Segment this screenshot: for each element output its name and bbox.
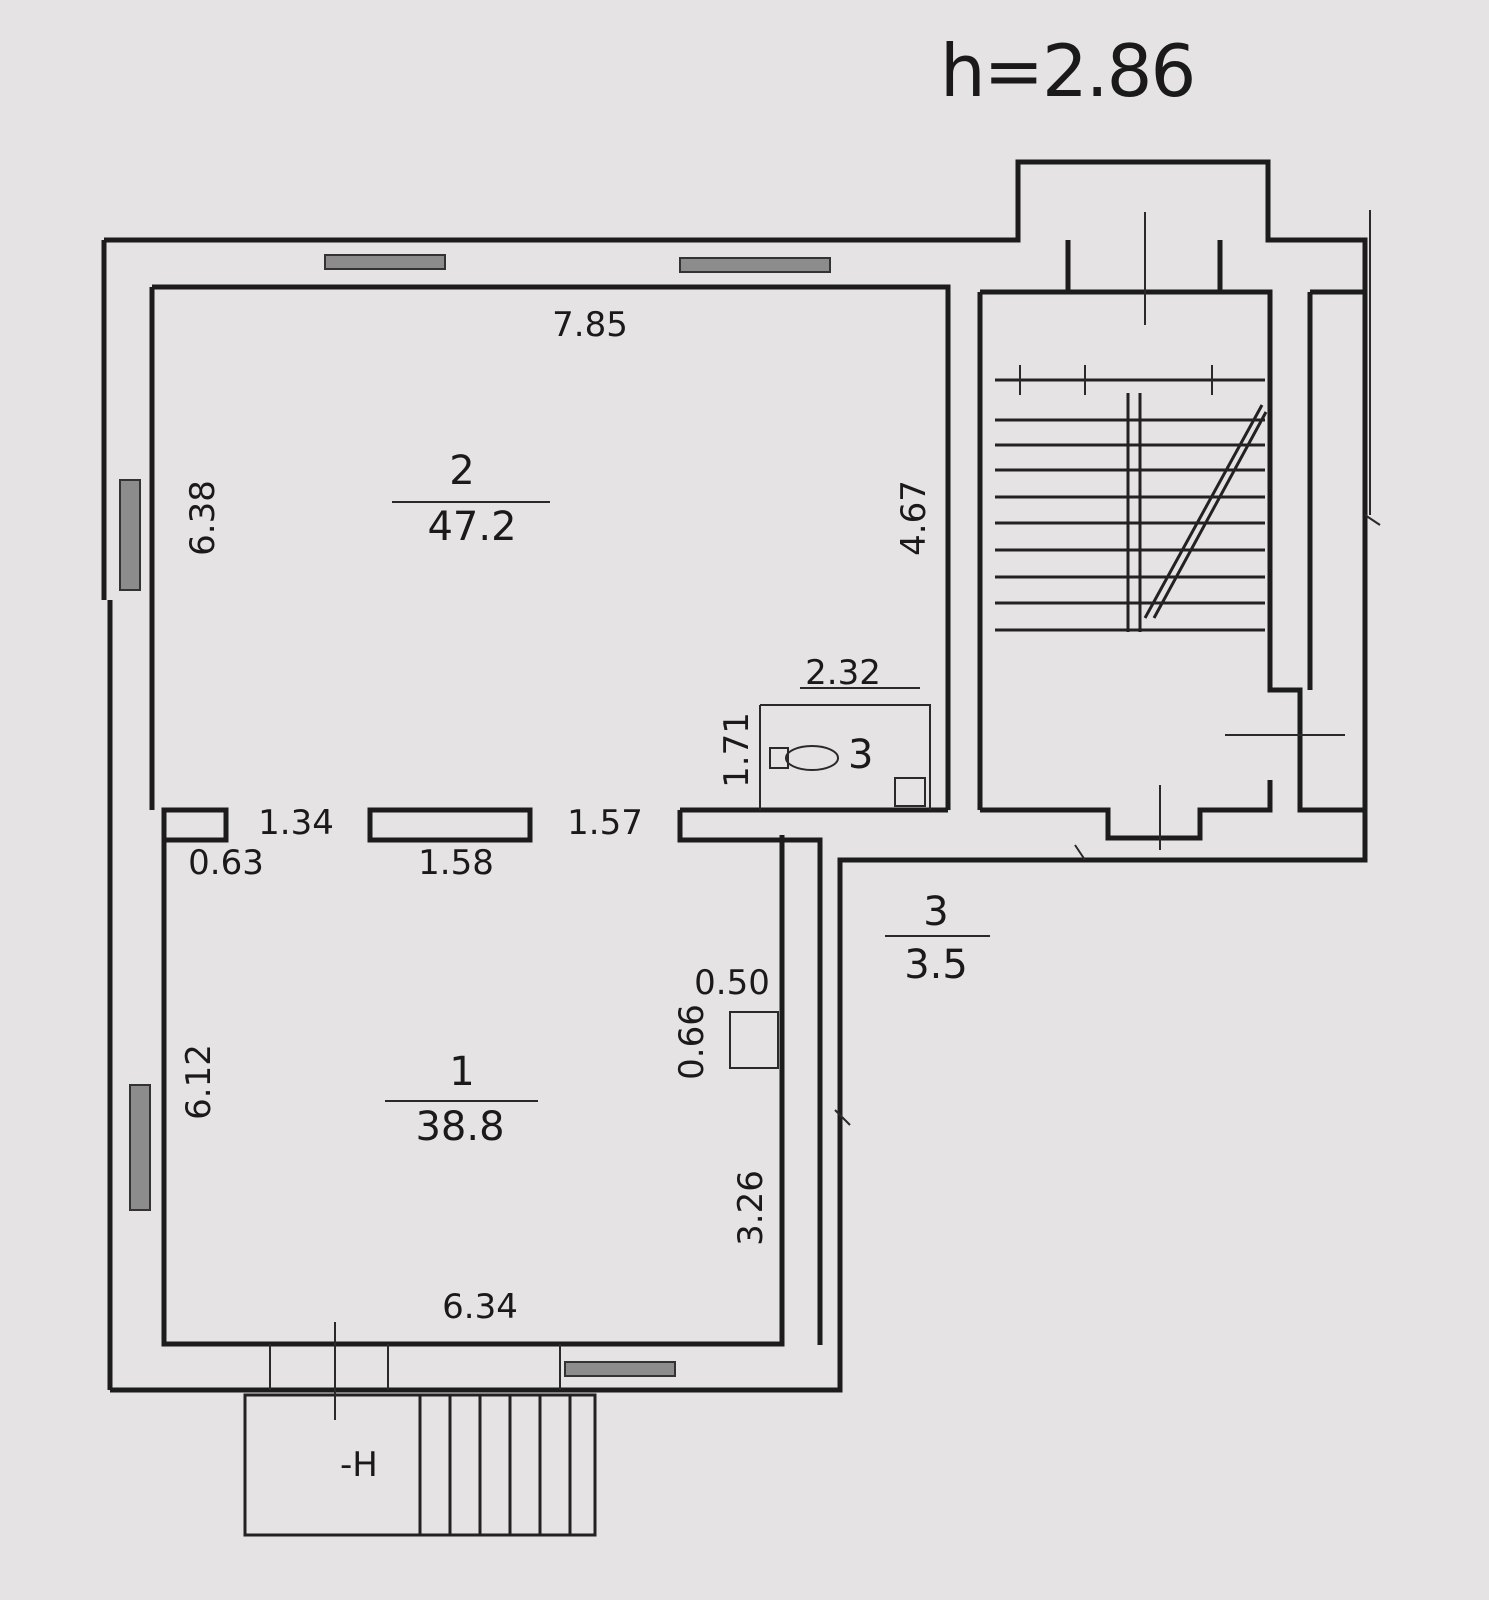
room1-area: 38.8 <box>415 1104 504 1150</box>
room2-area: 47.2 <box>427 504 516 550</box>
sink-icon <box>894 777 926 807</box>
room2-number: 2 <box>449 448 474 494</box>
room3-area: 3.5 <box>904 942 968 988</box>
dim-partition-mid: 1.58 <box>418 843 494 883</box>
exterior-walls <box>101 159 1368 1393</box>
toilet-icon <box>769 745 839 771</box>
wc-number: 3 <box>848 732 873 778</box>
wc-room <box>759 687 931 810</box>
room1-number: 1 <box>449 1049 474 1095</box>
floor-height-label: h=2.86 <box>940 29 1194 113</box>
dim-room2-right: 4.67 <box>894 480 934 556</box>
dim-wc-width: 2.32 <box>805 653 881 693</box>
windows <box>119 254 831 1377</box>
window-bottom <box>564 1361 676 1377</box>
dim-niche-width: 0.50 <box>694 963 770 1003</box>
staircase <box>995 210 1381 861</box>
dim-room2-left: 6.38 <box>183 480 223 556</box>
room3-number: 3 <box>923 889 948 935</box>
dim-wc-height: 1.71 <box>717 712 757 788</box>
dim-room2-top: 7.85 <box>552 305 628 345</box>
window-top-left <box>324 254 446 270</box>
entrance-mark: -H <box>340 1445 378 1485</box>
dim-room1-bottom: 6.34 <box>442 1287 518 1327</box>
dim-partition-gap-left: 1.34 <box>258 803 334 843</box>
window-left-lower <box>129 1084 151 1211</box>
window-left-upper <box>119 479 141 591</box>
dim-partition-gap-right: 1.57 <box>567 803 643 843</box>
entrance-porch <box>243 1109 851 1537</box>
niche <box>729 1011 779 1069</box>
window-top-middle <box>679 257 831 273</box>
dim-niche-depth: 0.66 <box>672 1004 712 1080</box>
dim-partition-stub-left: 0.63 <box>188 843 264 883</box>
dim-room1-right: 3.26 <box>731 1170 771 1246</box>
dim-room1-left: 6.12 <box>179 1044 219 1120</box>
